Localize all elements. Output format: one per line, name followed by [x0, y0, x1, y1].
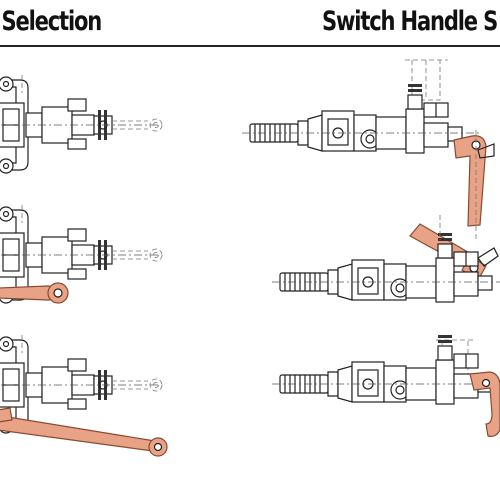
right-assembly-2	[271, 215, 500, 303]
header-divider	[0, 45, 500, 47]
left-assembly-3	[0, 334, 168, 457]
right-assembly-3	[271, 334, 500, 437]
right-assembly-1	[241, 59, 495, 240]
section-title-right: Switch Handle S	[322, 6, 498, 37]
left-assembly-1	[0, 74, 163, 174]
left-assembly-2	[0, 204, 163, 304]
section-title-left: o Selection	[0, 6, 102, 37]
